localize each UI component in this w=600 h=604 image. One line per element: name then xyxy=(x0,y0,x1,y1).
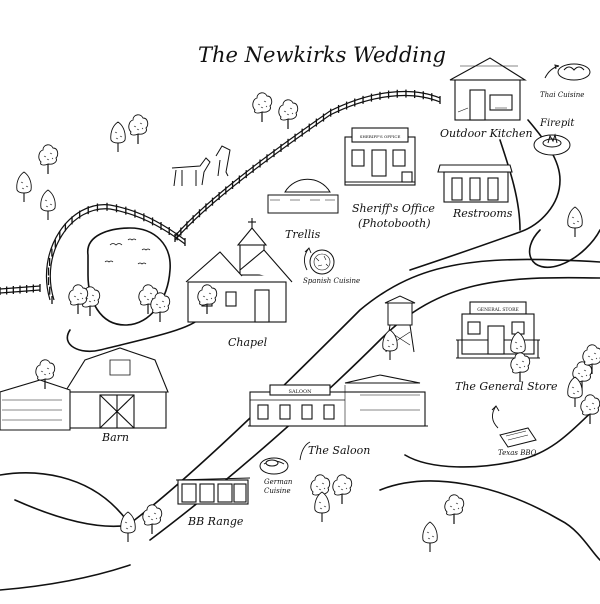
label-texas-bbq: Texas BBQ xyxy=(498,449,537,457)
tree-icon xyxy=(142,504,163,535)
tree-icon xyxy=(16,171,32,203)
road-lower-right xyxy=(404,404,600,468)
label-firepit: Firepit xyxy=(540,118,575,129)
arrows xyxy=(299,247,500,461)
firepit-drawing xyxy=(533,133,571,156)
fence-left xyxy=(45,204,186,301)
path-chapel-loop xyxy=(66,317,201,352)
tree-icon xyxy=(68,284,89,315)
label-bb-range: BB Range xyxy=(188,515,244,528)
svg-text:SHERIFF'S OFFICE: SHERIFF'S OFFICE xyxy=(360,134,401,139)
horses xyxy=(171,145,231,187)
sheriffs-office-drawing: SHERIFF'S OFFICE xyxy=(344,127,416,186)
label-german-cuisine-1: German xyxy=(264,478,293,486)
svg-text:GENERAL STORE: GENERAL STORE xyxy=(477,307,519,313)
barn-drawing xyxy=(0,347,169,431)
label-barn: Barn xyxy=(102,431,129,444)
chapel-drawing xyxy=(185,218,293,323)
label-sheriffs-office: Sheriff's Office xyxy=(352,202,435,215)
saloon-drawing: SALOON xyxy=(248,374,428,427)
fences xyxy=(0,90,441,301)
label-saloon: The Saloon xyxy=(308,444,371,457)
pond xyxy=(80,227,171,326)
birds xyxy=(104,238,151,265)
tree-icon xyxy=(252,92,273,123)
tree-icon xyxy=(110,121,126,153)
tree-icon xyxy=(278,99,299,130)
spanish-dish xyxy=(309,249,335,275)
label-chapel: Chapel xyxy=(228,336,268,349)
svg-text:SALOON: SALOON xyxy=(289,389,313,395)
label-german-cuisine-2: Cuisine xyxy=(264,487,291,495)
fence-top xyxy=(174,94,441,241)
label-restrooms: Restrooms xyxy=(453,207,513,220)
road-left-lower xyxy=(14,499,131,528)
road-right-loop xyxy=(528,229,600,268)
restrooms-drawing xyxy=(437,164,513,203)
label-spanish-cuisine: Spanish Cuisine xyxy=(303,277,361,285)
road-left xyxy=(0,472,129,523)
road-bottom-right xyxy=(379,480,600,561)
tree-icon xyxy=(40,189,56,221)
label-sheriffs-office-sub: (Photobooth) xyxy=(358,217,431,230)
tree-icon xyxy=(444,494,465,525)
bb-range-drawing xyxy=(175,477,251,505)
thai-dish xyxy=(544,63,591,81)
tree-icon xyxy=(314,491,330,523)
texas-bbq-dish xyxy=(499,427,537,448)
road-upper-edge xyxy=(131,258,600,523)
tree-icon xyxy=(422,521,438,553)
trellis-drawing xyxy=(267,178,339,214)
label-general-store: The General Store xyxy=(455,380,558,393)
path-kitchen xyxy=(499,139,521,231)
map-title: The Newkirks Wedding xyxy=(198,43,446,67)
fence-top-rail xyxy=(174,90,441,237)
tree-icon xyxy=(38,144,59,175)
label-trellis: Trellis xyxy=(285,228,321,241)
general-store-drawing: GENERAL STORE xyxy=(456,301,540,359)
road-bottom xyxy=(0,564,131,591)
fence-left-rail xyxy=(49,208,186,301)
tree-icon xyxy=(510,352,531,383)
label-outdoor-kitchen: Outdoor Kitchen xyxy=(440,127,533,140)
tree-icon xyxy=(567,206,583,238)
outdoor-kitchen-drawing xyxy=(449,57,527,121)
tree-icon xyxy=(128,114,149,145)
label-thai-cuisine: Thai Cuisine xyxy=(540,91,585,99)
german-dish xyxy=(259,457,289,475)
tree-icon xyxy=(332,474,353,505)
